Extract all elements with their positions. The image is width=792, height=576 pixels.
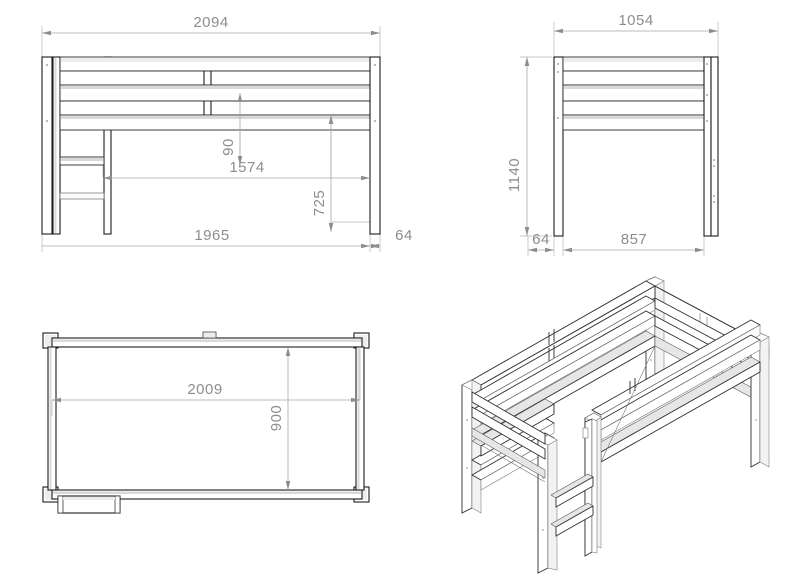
dim-plan-length-2009: 2009 <box>52 381 360 403</box>
dim-rail-gap-90: 90 <box>220 93 243 165</box>
dim-label-overall-length: 2094 <box>193 14 228 31</box>
plan-centre-tab <box>202 331 217 339</box>
side-left-post <box>553 56 564 237</box>
front-left-post <box>41 56 53 235</box>
front-ladder-rungs <box>59 156 105 200</box>
front-rail-joint-marks <box>203 71 212 115</box>
front-ladder-stile-left <box>52 56 61 235</box>
iso-ladder-bracket <box>582 427 589 439</box>
iso-rail-front-long <box>591 319 761 463</box>
dim-label-plan-length: 2009 <box>187 381 222 398</box>
dim-label-post-width-front: 64 <box>395 227 413 244</box>
dim-inner-length-1965: 1965 <box>42 227 370 249</box>
dim-overall-length-2094: 2094 <box>42 14 380 36</box>
dim-label-rail-length: 1574 <box>229 159 264 176</box>
plan-short-rails <box>47 346 365 491</box>
front-elevation-view: 2094 <box>41 14 413 252</box>
iso-deck-edge <box>480 345 656 483</box>
dim-plan-width-900: 900 <box>268 347 291 490</box>
dim-label-post-width-side: 64 <box>532 231 550 248</box>
dim-overall-width-1054: 1054 <box>554 12 718 34</box>
dim-overall-height-1140: 1140 <box>506 57 530 236</box>
dim-label-rail-gap: 90 <box>220 138 237 156</box>
plan-long-rails <box>51 337 363 500</box>
iso-rail-foot-end <box>471 391 546 479</box>
isometric-view <box>461 276 770 574</box>
dim-rail-length-1574: 1574 <box>103 159 370 181</box>
dim-label-deck-height: 725 <box>311 190 328 217</box>
side-elevation-view: 1054 <box>506 12 719 256</box>
dim-post-width-64-side: 64 <box>528 231 554 253</box>
plan-view: 2009 900 <box>42 331 370 514</box>
front-right-post <box>369 56 381 235</box>
plan-ladder-footprint <box>57 495 121 514</box>
dim-deck-height-725: 725 <box>311 115 334 232</box>
iso-rail-back-long <box>471 280 656 446</box>
plan-extension-lines <box>51 347 361 416</box>
dim-label-inner-length: 1965 <box>194 227 229 244</box>
front-guard-rails <box>59 56 372 131</box>
dim-label-plan-width: 900 <box>268 405 285 432</box>
dim-label-overall-height: 1140 <box>506 158 523 192</box>
plan-corner-posts <box>42 332 370 503</box>
dim-inner-width-857: 857 <box>563 231 704 253</box>
dim-label-overall-width: 1054 <box>618 12 653 29</box>
side-guard-rails <box>562 56 705 131</box>
dim-post-width-64-front: 64 <box>370 227 413 249</box>
iso-ladder-rungs <box>550 473 594 537</box>
side-right-post <box>703 56 719 237</box>
dim-label-inner-width: 857 <box>621 231 648 248</box>
side-extension-lines <box>520 22 719 256</box>
